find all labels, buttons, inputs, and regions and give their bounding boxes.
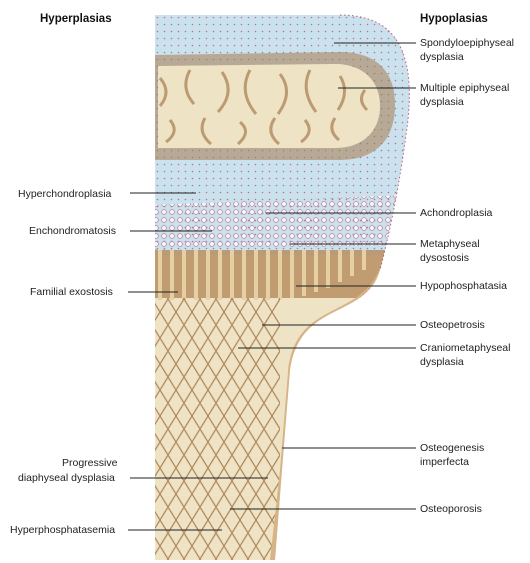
svg-text:Osteopetrosis: Osteopetrosis: [420, 319, 485, 331]
ossification-center: [155, 52, 395, 160]
svg-text:Enchondromatosis: Enchondromatosis: [29, 225, 116, 237]
svg-text:diaphyseal dysplasia: diaphyseal dysplasia: [18, 472, 115, 484]
header-hyperplasias: Hyperplasias: [40, 13, 112, 25]
svg-text:Osteogenesis: Osteogenesis: [420, 442, 484, 454]
svg-text:Familial exostosis: Familial exostosis: [30, 286, 113, 298]
svg-text:dysplasia: dysplasia: [420, 51, 464, 63]
bone-illustration: [150, 10, 450, 563]
svg-text:Osteoporosis: Osteoporosis: [420, 503, 482, 515]
svg-text:Progressive: Progressive: [62, 457, 118, 469]
label-osteogenesis-imperfecta: Osteogenesis imperfecta: [282, 442, 484, 468]
svg-text:Spondyloepiphyseal: Spondyloepiphyseal: [420, 37, 514, 49]
cancellous-bone: [150, 298, 280, 563]
svg-text:Hypophosphatasia: Hypophosphatasia: [420, 280, 507, 292]
svg-text:dysplasia: dysplasia: [420, 96, 464, 108]
metaphysis-columns: [150, 250, 390, 300]
header-hypoplasias: Hypoplasias: [420, 13, 488, 25]
svg-text:Achondroplasia: Achondroplasia: [420, 207, 493, 219]
svg-text:Craniometaphyseal: Craniometaphyseal: [420, 342, 510, 354]
svg-text:Multiple epiphyseal: Multiple epiphyseal: [420, 82, 509, 94]
svg-text:Metaphyseal: Metaphyseal: [420, 238, 480, 250]
svg-text:Hyperphosphatasemia: Hyperphosphatasemia: [10, 524, 115, 536]
svg-text:dysplasia: dysplasia: [420, 356, 464, 368]
svg-text:dysostosis: dysostosis: [420, 252, 469, 264]
svg-text:Hyperchondroplasia: Hyperchondroplasia: [18, 188, 112, 200]
svg-text:imperfecta: imperfecta: [420, 456, 469, 468]
